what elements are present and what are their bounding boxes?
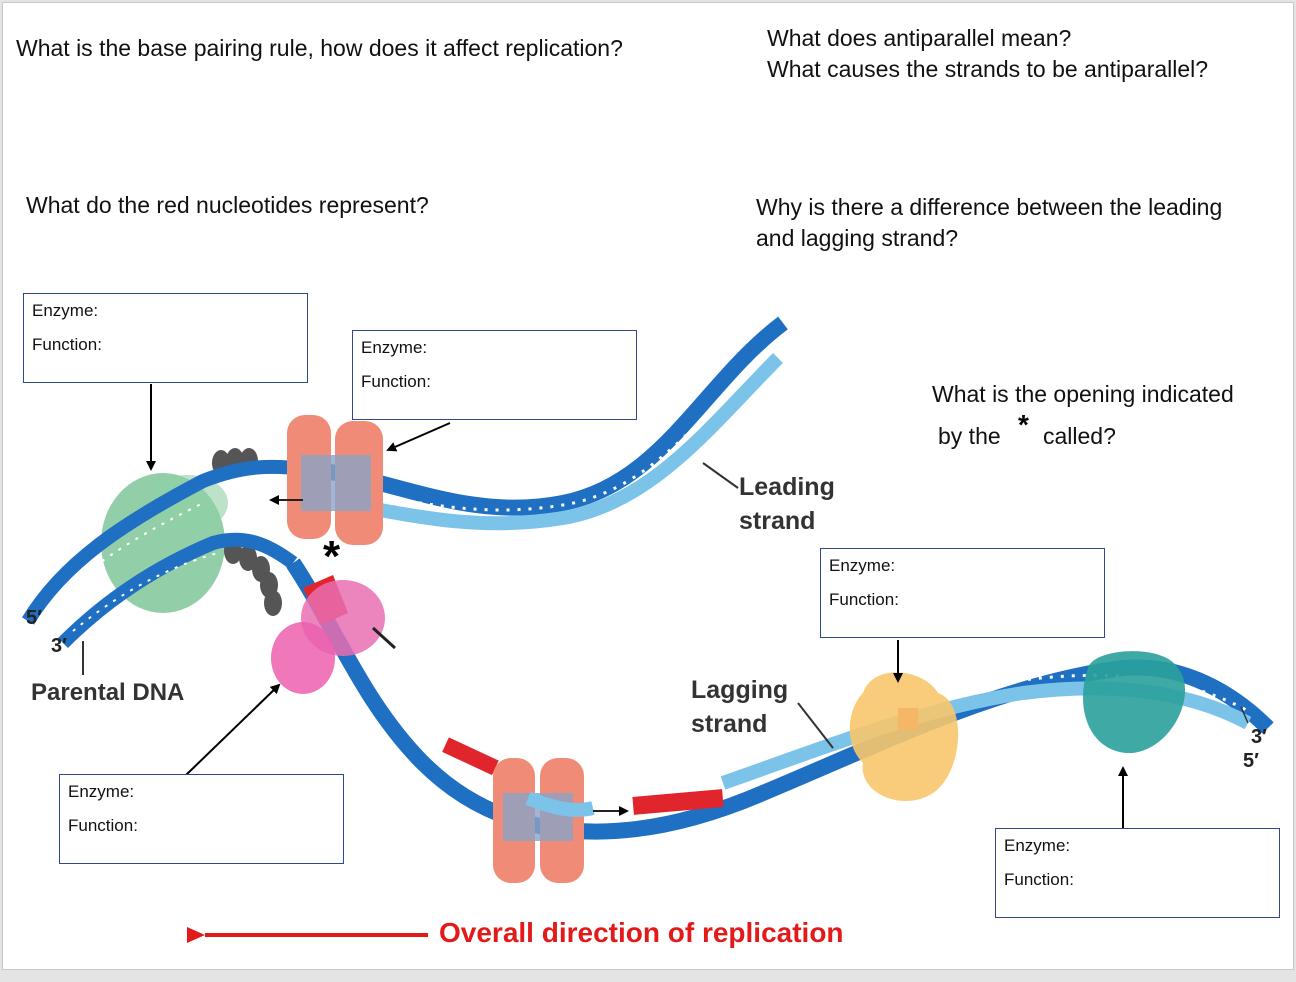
question-opening-star: *: [1018, 409, 1029, 440]
parental-bottom-backbone: [58, 532, 298, 648]
question-red-nucleotides: What do the red nucleotides represent?: [26, 192, 429, 218]
leading-strand-label-1: Leading: [739, 473, 835, 501]
dna-polymerase-lower-shape: [493, 758, 595, 883]
parental-dna-label: Parental DNA: [31, 679, 185, 706]
question-difference-2: and lagging strand?: [756, 225, 959, 251]
function-label: Function:: [32, 335, 102, 354]
enzyme-label: Enzyme:: [1004, 836, 1071, 855]
function-label: Function:: [1004, 870, 1074, 889]
dna-polymerase-upper-shape: [287, 415, 383, 545]
question-opening-2a: by the: [938, 423, 1001, 449]
three-prime-left: 3′: [51, 635, 67, 657]
question-antiparallel-1: What does antiparallel mean?: [767, 25, 1072, 51]
function-label: Function:: [829, 590, 899, 609]
question-antiparallel-2: What causes the strands to be antiparall…: [767, 56, 1209, 82]
question-base-pairing: What is the base pairing rule, how does …: [16, 35, 623, 61]
dna-ligase-shape: [849, 672, 959, 802]
pointer-arrow: [185, 683, 281, 776]
enzyme-box-right[interactable]: Enzyme: Function:: [995, 828, 1280, 918]
three-prime-right: 3′: [1251, 726, 1267, 748]
question-opening-1: What is the opening indicated: [932, 381, 1234, 407]
enzyme-box-primase[interactable]: Enzyme: Function:: [59, 774, 344, 864]
function-label: Function:: [68, 816, 138, 835]
function-label: Function:: [361, 372, 431, 391]
enzyme-label: Enzyme:: [32, 301, 99, 320]
lagging-strand-label-1: Lagging: [691, 676, 789, 704]
dna-replication-diagram: [22, 316, 1274, 943]
question-difference-1: Why is there a difference between the le…: [756, 194, 1223, 220]
five-prime-left: 5′: [26, 607, 42, 629]
enzyme-label: Enzyme:: [68, 782, 135, 801]
enzyme-label: Enzyme:: [829, 556, 896, 575]
question-opening-2b: called?: [1043, 423, 1116, 449]
rna-primer-red: [632, 789, 724, 815]
five-prime-right: 5′: [1243, 750, 1259, 772]
leading-strand-label-2: strand: [739, 507, 816, 535]
replication-fork-star: *: [323, 532, 341, 581]
enzyme-label: Enzyme:: [361, 338, 428, 357]
lagging-strand-label-2: strand: [691, 710, 768, 738]
direction-label: Overall direction of replication: [439, 917, 844, 948]
enzyme-box-ligase[interactable]: Enzyme: Function:: [820, 548, 1105, 638]
pointer-arrow: [386, 422, 451, 452]
rna-primer-red: [442, 737, 499, 776]
parental-top-backbone: [22, 459, 304, 625]
enzyme-box-polymerase-upper[interactable]: Enzyme: Function:: [352, 330, 637, 420]
enzyme-box-helicase[interactable]: Enzyme: Function:: [23, 293, 308, 383]
leading-new-strand: [341, 353, 783, 531]
teal-enzyme-shape: [1083, 651, 1186, 754]
